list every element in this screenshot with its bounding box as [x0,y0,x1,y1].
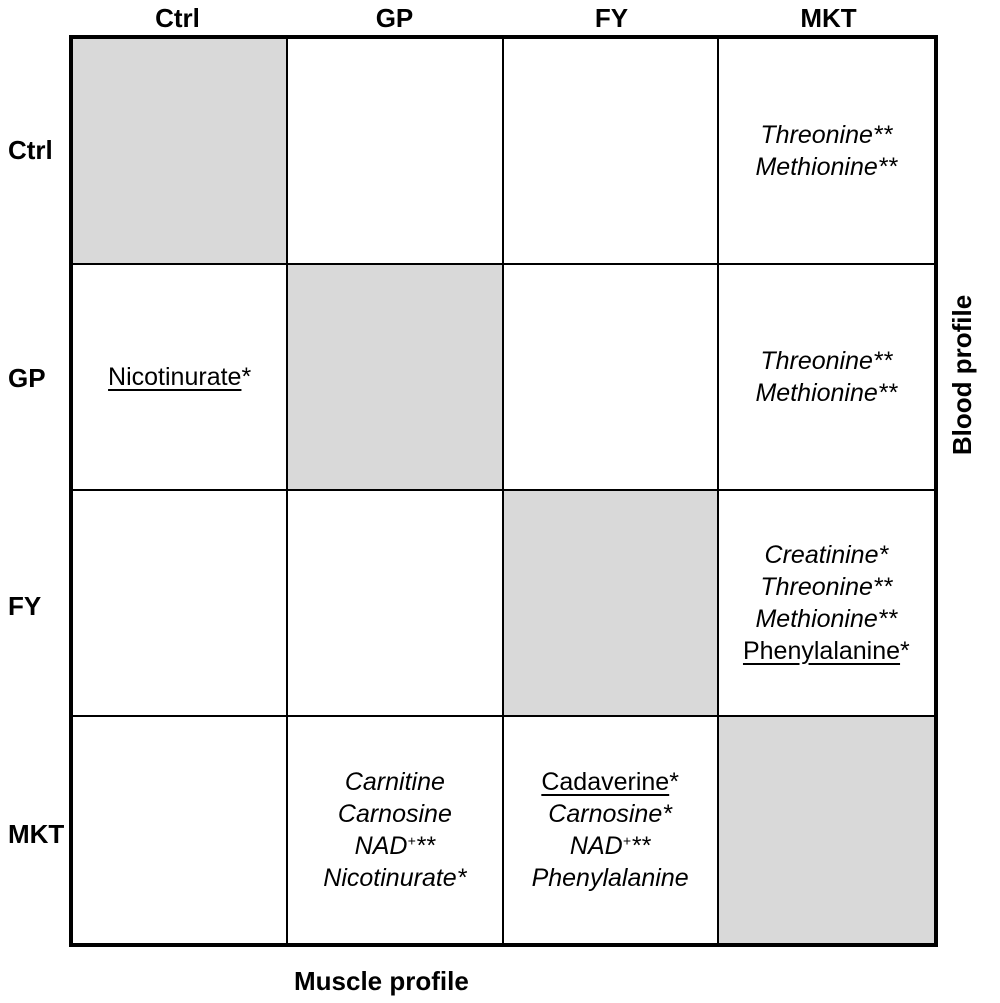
metabolite-entry: NAD+** [570,830,650,862]
metabolite-entry: Phenylalanine [532,862,689,894]
significance-mark: * [900,637,910,665]
metabolite-entry: Carnosine [338,798,452,830]
matrix-cell-mkt-fy: Cadaverine*Carnosine*NAD+**Phenylalanine [504,717,719,943]
matrix-cell-ctrl-ctrl [73,39,289,265]
matrix-cell-fy-fy [503,491,719,717]
metabolite-entry: Nicotinurate* [323,862,466,894]
significance-mark: * [241,363,252,391]
matrix-cell-fy-gp [288,491,504,717]
metabolite-name: Carnitine [344,768,445,796]
significance-mark: * [456,864,467,892]
metabolite-entry: Carnitine [345,766,445,798]
comparison-matrix: Threonine**Methionine**Nicotinurate*Thre… [69,35,938,947]
matrix-cell-ctrl-gp [288,39,504,265]
metabolite-entry: Methionine** [755,603,897,635]
significance-mark: ** [877,379,898,407]
matrix-cell-mkt-ctrl [73,717,289,943]
significance-mark: ** [630,832,651,860]
matrix-cell-gp-ctrl: Nicotinurate* [73,265,289,491]
metabolite-name: Threonine [760,347,873,375]
metabolite-name: NAD [569,832,623,860]
metabolite-entry: Threonine** [760,571,892,603]
metabolite-entry: Nicotinurate* [108,361,251,393]
metabolite-name: Threonine [760,121,873,149]
matrix-cell-ctrl-mkt: Threonine**Methionine** [718,39,934,265]
metabolite-entry: Carnosine* [548,798,672,830]
significance-mark: ** [877,605,898,633]
column-header-fy: FY [594,3,629,33]
metabolite-entry: Methionine** [755,151,897,183]
metabolite-name: Methionine [755,605,878,633]
metabolite-name: Nicotinurate [108,363,242,391]
metabolite-entry: Phenylalanine* [743,635,910,667]
matrix-cell-gp-gp [288,265,504,491]
metabolite-name: Methionine [755,379,878,407]
matrix-cell-gp-mkt: Threonine**Methionine** [718,265,934,491]
metabolite-name: Carnosine [548,800,663,828]
row-header-fy: FY [8,591,42,621]
significance-mark: ** [415,832,436,860]
significance-mark: * [662,800,672,828]
significance-mark: ** [872,573,893,601]
significance-mark: ** [872,347,893,375]
column-header-mkt: MKT [800,3,857,33]
metabolite-name: Phenylalanine [531,864,689,892]
metabolite-name: Carnosine [337,800,452,828]
metabolite-name: Cadaverine [541,768,670,796]
significance-mark: ** [877,153,898,181]
matrix-cell-fy-ctrl [73,491,289,717]
metabolite-entry: Threonine** [760,345,892,377]
metabolite-name: Phenylalanine [742,637,901,665]
row-header-ctrl: Ctrl [8,135,53,165]
metabolite-name: Nicotinurate [323,864,457,892]
metabolite-superscript: + [622,832,631,849]
metabolite-superscript: + [407,832,416,849]
matrix-cell-mkt-mkt [718,717,934,943]
row-header-mkt: MKT [8,819,65,849]
metabolite-name: NAD [354,832,408,860]
metabolite-name: Threonine [760,573,873,601]
y-axis-label: Blood profile [947,294,977,456]
row-header-gp: GP [8,363,46,393]
matrix-cell-ctrl-fy [503,39,719,265]
metabolite-entry: NAD+** [355,830,435,862]
significance-mark: * [878,541,889,569]
metabolite-entry: Creatinine* [765,539,889,571]
metabolite-entry: Methionine** [755,377,897,409]
significance-mark: ** [872,121,893,149]
matrix-cell-gp-fy [503,265,719,491]
metabolite-name: Creatinine [764,541,879,569]
column-header-gp: GP [375,3,414,33]
significance-mark: * [669,768,679,796]
x-axis-label: Muscle profile [294,966,469,996]
column-header-ctrl: Ctrl [155,3,200,33]
matrix-cell-fy-mkt: Creatinine*Threonine**Methionine**Phenyl… [718,491,934,717]
metabolite-entry: Cadaverine* [541,766,679,798]
metabolite-name: Methionine [755,153,878,181]
metabolite-entry: Threonine** [760,119,892,151]
